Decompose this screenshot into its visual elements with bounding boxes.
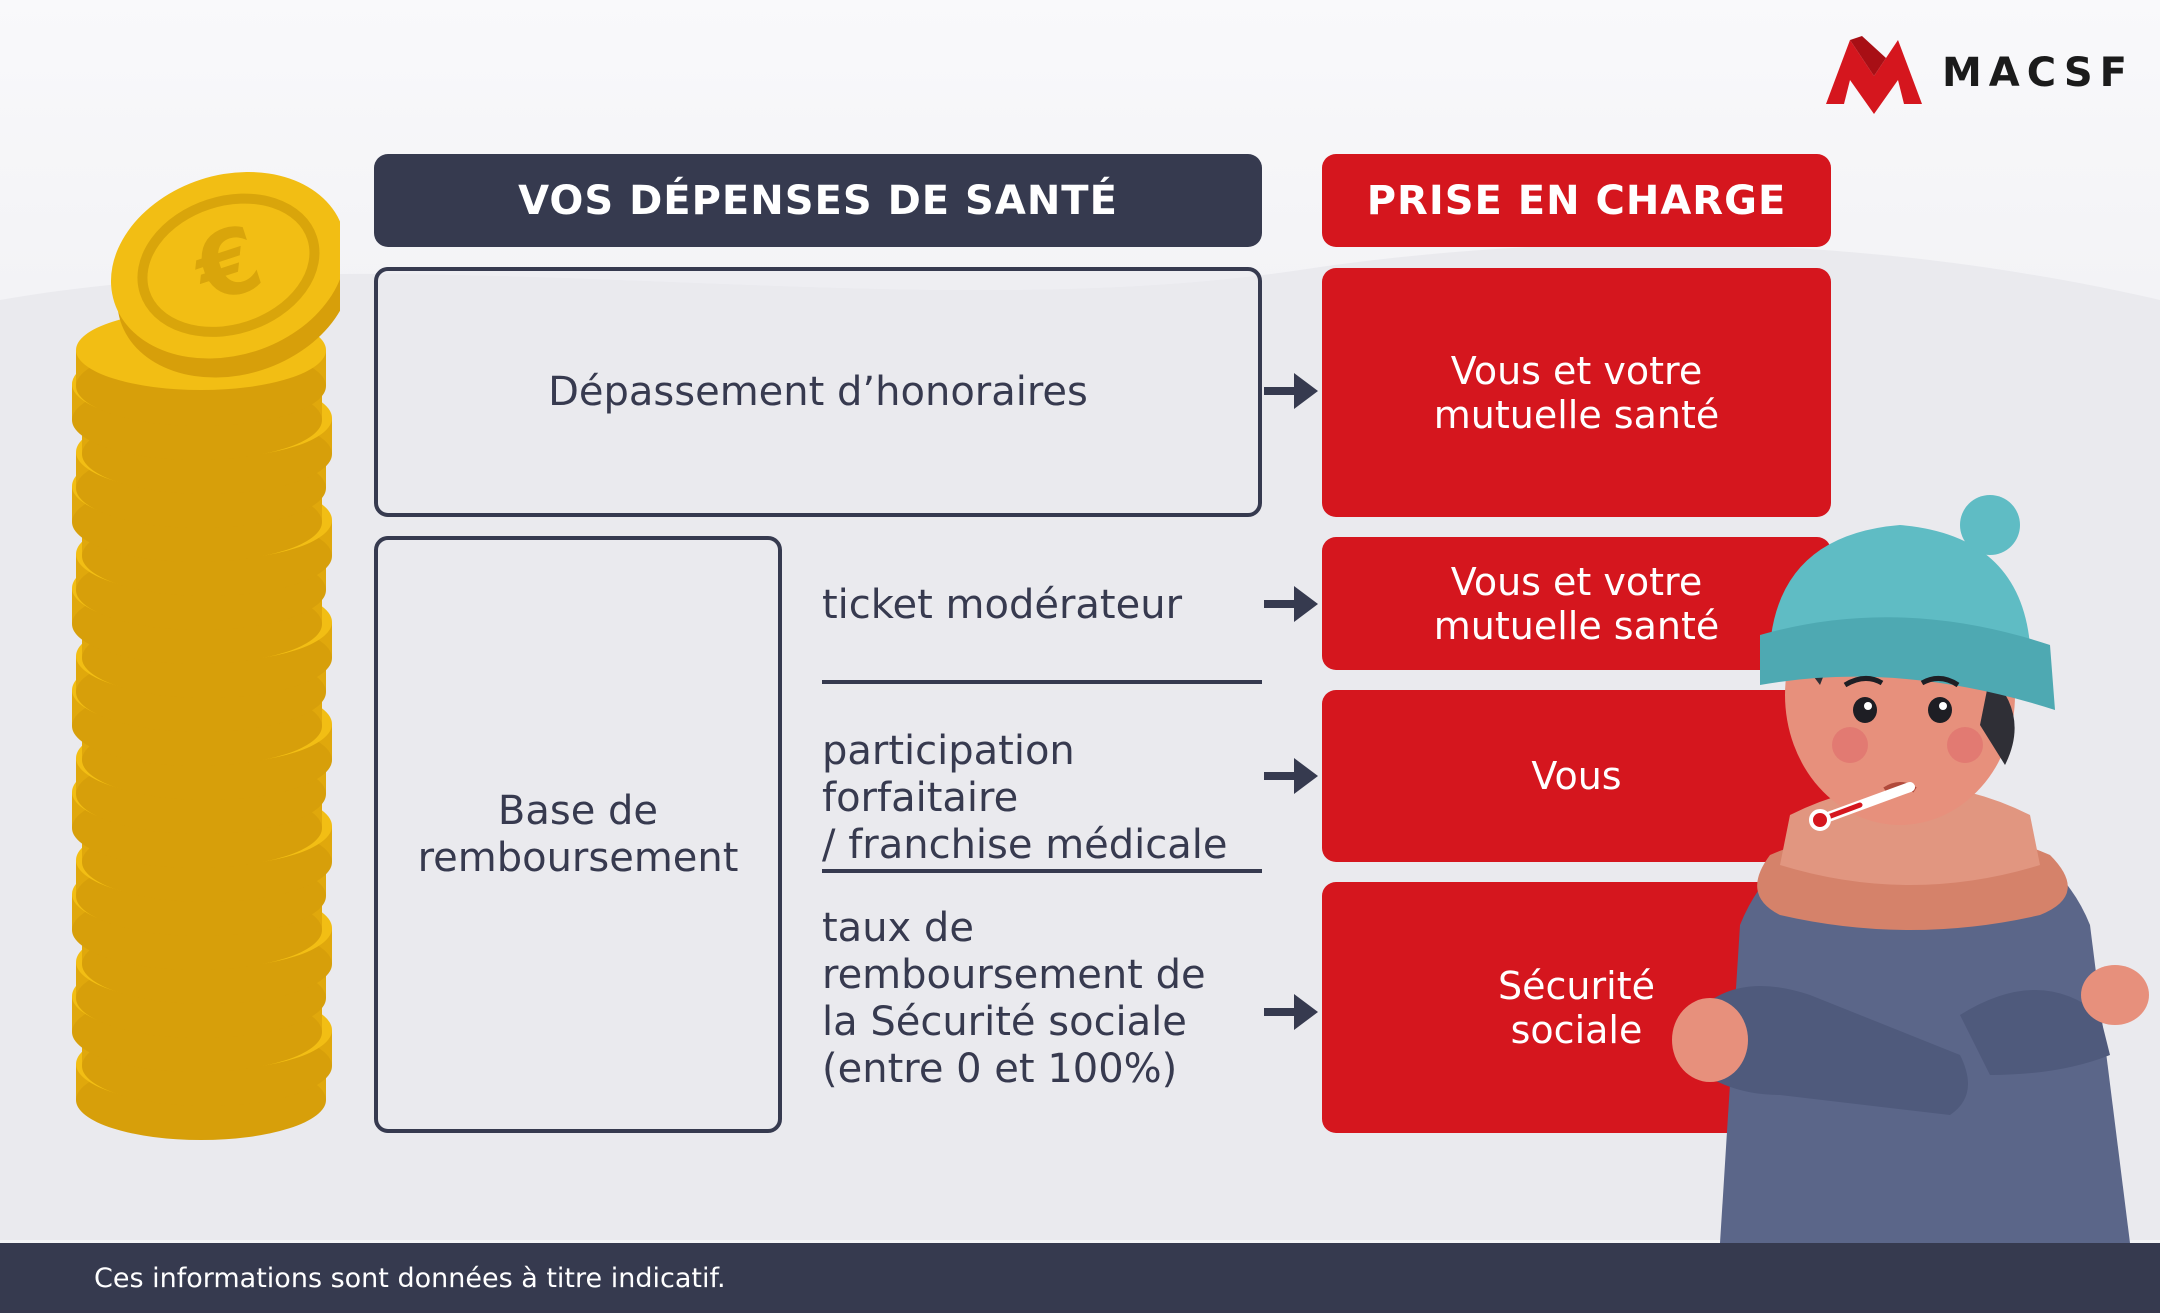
depassement-box: Dépassement d’honoraires [374,267,1262,517]
item-participation-forfaitaire: participation forfaitaire / franchise mé… [822,728,1262,869]
item-line: (entre 0 et 100%) [822,1046,1178,1092]
arrow-right-icon [1264,373,1318,409]
item-line: ticket modérateur [822,582,1183,628]
sick-person-illustration [1672,495,2149,1243]
header-prise-en-charge: PRISE EN CHARGE [1322,154,1831,247]
prise-box-participation: Vous [1322,690,1831,862]
item-ticket-moderateur: ticket modérateur [822,582,1262,629]
item-line: remboursement de [822,952,1206,998]
prise-line: mutuelle santé [1433,603,1720,648]
arrow-right-icon [1264,994,1318,1030]
arrow-right-icon [1264,758,1318,794]
prise-line: Vous et votre [1450,559,1703,604]
arrow-right-icon [1264,586,1318,622]
base-box: Base de remboursement [374,536,782,1133]
prise-line: Vous [1531,754,1622,798]
macsf-logo-icon [1826,36,1922,114]
prise-line: Sécurité [1498,963,1655,1008]
base-line-1: Base de [497,787,659,834]
separator [822,680,1262,684]
item-line: / franchise médicale [822,822,1228,868]
footer-disclaimer: Ces informations sont données à titre in… [0,1243,2160,1313]
item-line: la Sécurité sociale [822,999,1187,1045]
item-taux-remboursement: taux de remboursement de la Sécurité soc… [822,905,1262,1093]
item-line: taux de [822,905,974,951]
separator [822,869,1262,873]
base-line-2: remboursement [417,834,739,881]
depassement-label: Dépassement d’honoraires [548,369,1088,415]
prise-line: mutuelle santé [1433,392,1720,437]
brand-name: MACSF [1942,50,2134,96]
prise-line: Vous et votre [1450,348,1703,393]
coin-stack-icon: € [72,171,340,1140]
footer-text: Ces informations sont données à titre in… [94,1262,726,1294]
prise-line: sociale [1510,1007,1643,1052]
header-depenses: VOS DÉPENSES DE SANTÉ [374,154,1262,247]
item-line: participation forfaitaire [822,728,1075,821]
